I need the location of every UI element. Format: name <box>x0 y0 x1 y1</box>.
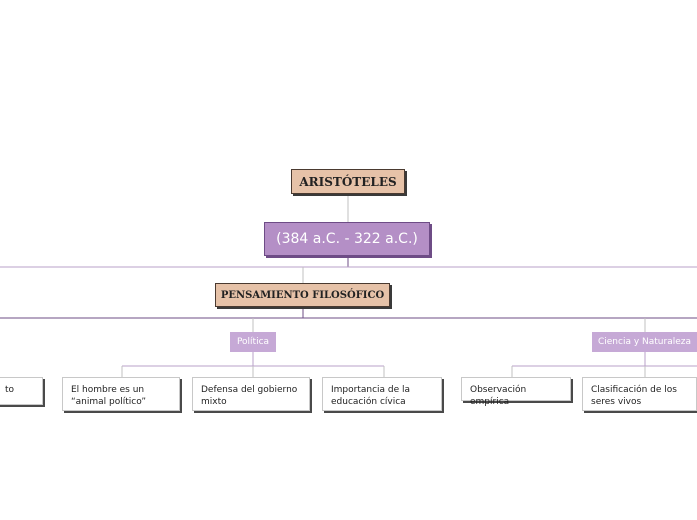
category-label: Ciencia y Naturaleza <box>597 337 691 347</box>
dates-node-label: (384 a.C. - 322 a.C.) <box>276 231 418 247</box>
category-label: Política <box>236 337 270 347</box>
category-node-politica[interactable]: Política <box>230 332 276 352</box>
dates-node[interactable]: (384 a.C. - 322 a.C.) <box>264 222 430 256</box>
leaf-node-clasificacion-seres[interactable]: Clasificación de los seres vivos <box>582 377 697 411</box>
leaf-node-cut-left[interactable]: to <box>0 377 43 405</box>
leaf-label: Observación empírica <box>470 385 527 407</box>
leaf-label: to <box>5 385 15 395</box>
leaf-node-gobierno-mixto[interactable]: Defensa del gobierno mixto <box>192 377 310 411</box>
leaf-node-animal-politico[interactable]: El hombre es un “animal político” <box>62 377 180 411</box>
leaf-label: Clasificación de los seres vivos <box>591 385 677 407</box>
leaf-node-educacion-civica[interactable]: Importancia de la educación cívica <box>322 377 442 411</box>
branch-node-pensamiento[interactable]: PENSAMIENTO FILOSÓFICO <box>215 283 390 307</box>
category-node-ciencia[interactable]: Ciencia y Naturaleza <box>592 332 697 352</box>
leaf-label: Importancia de la educación cívica <box>331 385 411 407</box>
leaf-node-observacion-empirica[interactable]: Observación empírica <box>461 377 571 407</box>
leaf-label: Defensa del gobierno mixto <box>201 385 298 407</box>
branch-node-label: PENSAMIENTO FILOSÓFICO <box>220 289 385 301</box>
root-node-aristoteles[interactable]: ARISTÓTELES <box>291 169 405 194</box>
root-node-label: ARISTÓTELES <box>299 174 397 189</box>
leaf-label: El hombre es un “animal político” <box>71 385 147 407</box>
